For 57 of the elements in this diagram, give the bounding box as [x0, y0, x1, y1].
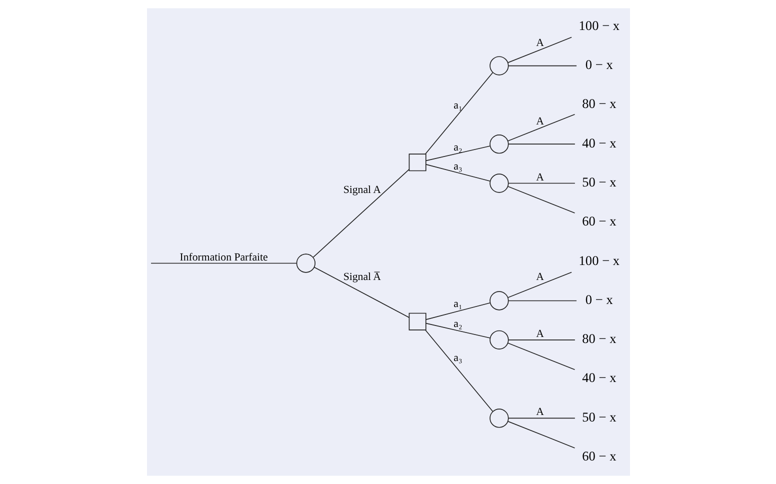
connector	[507, 36, 572, 63]
connector	[507, 421, 575, 448]
node-text: 40 − x	[582, 370, 616, 386]
node-circle	[296, 254, 315, 273]
node-text: 100 − x	[578, 18, 620, 33]
connector	[312, 168, 410, 258]
node-box	[408, 154, 426, 172]
connector	[507, 272, 572, 298]
edge-label: Signal A̅	[342, 271, 380, 284]
node-text: 50 − x	[582, 409, 616, 424]
edge-label: A	[536, 406, 544, 418]
edge-label: A	[536, 37, 544, 50]
edge-label: A	[536, 171, 544, 184]
node-text: 100 − x	[578, 252, 620, 268]
connector	[508, 339, 575, 340]
connector	[508, 182, 575, 184]
connector	[425, 164, 490, 182]
connector	[507, 114, 575, 142]
node-text: 0 − x	[584, 292, 612, 307]
connector	[508, 65, 576, 66]
edge-label: Information Parfaite	[179, 251, 268, 264]
node-circle	[489, 56, 508, 76]
node-text: 0 − x	[584, 56, 612, 72]
connector	[425, 146, 490, 162]
connector	[507, 342, 575, 370]
edge-label: a₃	[453, 160, 462, 172]
node-text: 80 − x	[582, 96, 616, 112]
edge-label: A	[536, 115, 544, 128]
connector	[507, 186, 575, 214]
connector	[425, 302, 490, 320]
node-text: 80 − x	[582, 331, 616, 346]
node-circle	[489, 174, 508, 193]
edge-label: Signal A	[342, 184, 380, 196]
node-text: 60 − x	[582, 214, 616, 229]
node-circle	[489, 134, 508, 154]
connector	[508, 300, 576, 302]
node-box	[408, 312, 426, 330]
node-circle	[489, 330, 508, 350]
connector	[508, 144, 575, 145]
edge-label: a₂	[453, 318, 462, 330]
edge-label: a₁	[453, 100, 462, 112]
node-text: 50 − x	[582, 174, 616, 190]
connector	[424, 330, 493, 412]
node-text: 60 − x	[582, 448, 616, 464]
edge-label: a₃	[453, 352, 462, 364]
connector	[150, 262, 297, 264]
node-circle	[489, 291, 508, 310]
connector	[313, 266, 410, 318]
edge-label: a₁	[453, 298, 462, 310]
edge-label: A	[536, 328, 544, 340]
node-text: 40 − x	[582, 135, 616, 150]
connector	[425, 322, 490, 338]
edge-label: a₂	[453, 141, 462, 154]
connector	[424, 72, 493, 154]
node-circle	[489, 408, 508, 428]
edge-label: A	[536, 271, 544, 284]
connector	[508, 418, 575, 419]
